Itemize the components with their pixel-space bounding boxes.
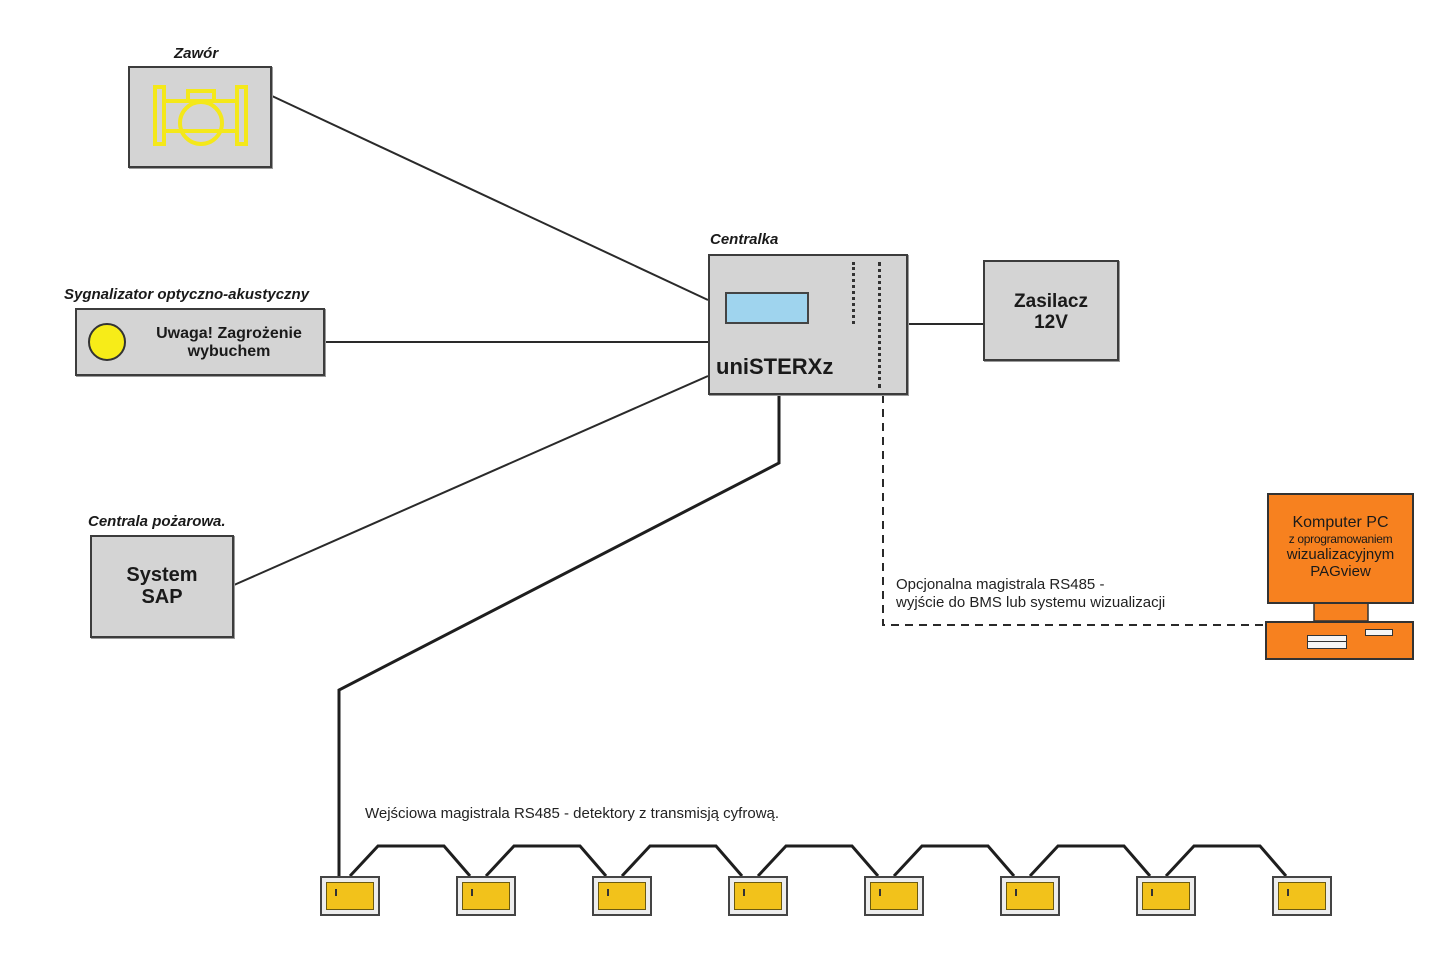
led-column-2 xyxy=(878,262,881,388)
detector-indicator-icon xyxy=(1015,889,1017,896)
detector-face xyxy=(326,882,374,910)
rs485-input-label: Wejściowa magistrala RS485 - detektory z… xyxy=(365,805,780,822)
wire-rs485-output xyxy=(882,395,1265,626)
detector-2 xyxy=(456,876,516,916)
detector-face xyxy=(1278,882,1326,910)
wire-rs485-input xyxy=(337,395,781,876)
detector-indicator-icon xyxy=(1287,889,1289,896)
detector-6 xyxy=(1000,876,1060,916)
wire-fire-panel xyxy=(233,375,709,586)
detector-5 xyxy=(864,876,924,916)
fire-panel-text: System SAP xyxy=(92,564,232,608)
fire-panel-line-2: SAP xyxy=(141,586,183,608)
detector-face xyxy=(598,882,646,910)
lcd-display xyxy=(725,292,809,324)
pc-base-unit xyxy=(1265,621,1414,660)
pc-drive-slot xyxy=(1307,635,1347,649)
detector-1 xyxy=(320,876,380,916)
detector-indicator-icon xyxy=(335,889,337,896)
signaller-box: Uwaga! Zagrożenie wybuchem xyxy=(75,308,325,376)
wire-valve xyxy=(271,95,709,301)
pc-line-2: z oprogramowaniem xyxy=(1288,532,1393,546)
detector-face xyxy=(870,882,918,910)
detector-7 xyxy=(1136,876,1196,916)
detector-indicator-icon xyxy=(471,889,473,896)
pc-monitor: Komputer PC z oprogramowaniem wizualizac… xyxy=(1267,493,1414,604)
pc-line-3: wizualizacyjnym xyxy=(1286,546,1395,563)
detector-chain xyxy=(348,844,1288,878)
controller-name: uniSTERXz xyxy=(716,354,834,379)
detector-face xyxy=(734,882,782,910)
signaller-line-1: Uwaga! Zagrożenie xyxy=(156,325,302,342)
detector-indicator-icon xyxy=(607,889,609,896)
signaller-caption: Sygnalizator optyczno-akustyczny xyxy=(64,286,310,303)
valve-caption: Zawór xyxy=(174,45,219,62)
detector-indicator-icon xyxy=(1151,889,1153,896)
detector-indicator-icon xyxy=(879,889,881,896)
rs485-output-line-2: wyjście do BMS lub systemu wizualizacji xyxy=(896,594,1166,611)
led-column-1 xyxy=(852,262,855,324)
controller-box: uniSTERXz xyxy=(708,254,908,395)
rs485-output-line-1: Opcjonalna magistrala RS485 - xyxy=(896,576,1105,593)
detector-3 xyxy=(592,876,652,916)
warning-lamp-icon xyxy=(88,323,126,361)
rs485-output-label: Opcjonalna magistrala RS485 - wyjście do… xyxy=(896,576,1165,612)
power-supply-box: Zasilacz 12V xyxy=(983,260,1119,361)
valve-icon xyxy=(153,85,248,146)
detector-face xyxy=(462,882,510,910)
power-supply-text: Zasilacz 12V xyxy=(985,291,1117,334)
pc-button xyxy=(1365,629,1393,636)
pc-line-1: Komputer PC xyxy=(1292,514,1389,531)
fire-panel-caption: Centrala pożarowa. xyxy=(88,513,226,530)
signaller-line-2: wybuchem xyxy=(187,342,271,360)
controller-caption: Centralka xyxy=(710,231,779,248)
fire-panel-line-1: System xyxy=(126,564,198,586)
detector-face xyxy=(1142,882,1190,910)
power-supply-line-1: Zasilacz xyxy=(1014,291,1088,312)
detector-face xyxy=(1006,882,1054,910)
detector-indicator-icon xyxy=(743,889,745,896)
pc-line-4: PAGview xyxy=(1310,563,1371,580)
signaller-text: Uwaga! Zagrożenie wybuchem xyxy=(141,325,317,360)
power-supply-line-2: 12V xyxy=(1034,311,1068,333)
detector-4 xyxy=(728,876,788,916)
detector-8 xyxy=(1272,876,1332,916)
fire-panel-box: System SAP xyxy=(90,535,234,638)
valve-box xyxy=(128,66,272,168)
pc-stand xyxy=(1313,602,1369,622)
